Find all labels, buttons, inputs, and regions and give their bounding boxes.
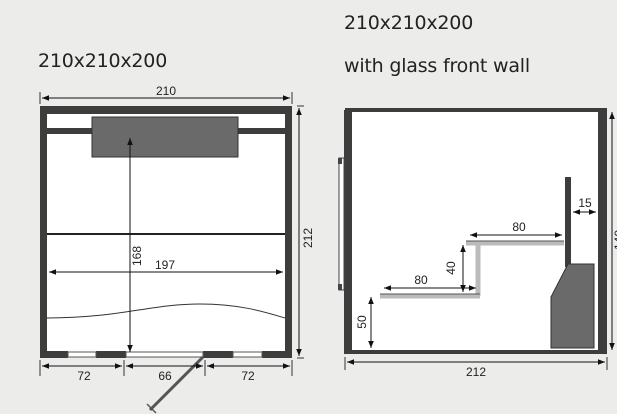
dim-step-height: 40 bbox=[444, 261, 458, 275]
dim-door-left: 72 bbox=[77, 369, 91, 383]
left-door-handle bbox=[146, 403, 157, 414]
left-front-wall-a bbox=[40, 351, 68, 358]
left-left-wall bbox=[40, 106, 47, 358]
right-backrest bbox=[565, 177, 571, 267]
dim-depth: 212 bbox=[301, 228, 315, 248]
left-window-left bbox=[67, 351, 97, 358]
right-door-profile bbox=[338, 157, 345, 291]
left-door-leaf bbox=[148, 355, 205, 412]
right-glass-wall bbox=[598, 108, 607, 354]
dim-inner-width: 197 bbox=[155, 258, 175, 272]
right-plan-title: 210x210x200 bbox=[344, 12, 474, 34]
dim-reach: 168 bbox=[130, 246, 144, 266]
dim-upper-bench: 80 bbox=[512, 220, 526, 234]
left-plan: 210 212 197 168 72 66 72 bbox=[39, 84, 315, 414]
left-right-wall bbox=[285, 106, 292, 358]
right-back-wall bbox=[344, 110, 352, 354]
right-plan: 80 80 40 50 15 140 212 bbox=[338, 108, 617, 379]
dim-wall-gap: 15 bbox=[578, 196, 592, 210]
left-window-right bbox=[232, 351, 263, 358]
dim-base-height: 50 bbox=[355, 315, 369, 329]
dim-door-right: 72 bbox=[241, 369, 255, 383]
dim-width: 210 bbox=[156, 84, 176, 98]
right-plan-subtitle: with glass front wall bbox=[344, 55, 530, 77]
left-front-wall-d bbox=[262, 351, 292, 358]
left-heater bbox=[91, 116, 239, 158]
left-bench-curve bbox=[46, 303, 286, 319]
dim-lower-bench: 80 bbox=[414, 273, 428, 287]
dim-bottom: 212 bbox=[466, 365, 486, 379]
dim-door-center: 66 bbox=[158, 369, 172, 383]
left-front-wall-c bbox=[203, 351, 233, 358]
left-door-glass bbox=[125, 351, 204, 358]
left-plan-title: 210x210x200 bbox=[38, 50, 168, 72]
left-top-wall bbox=[40, 106, 292, 114]
dim-right-height: 140 bbox=[612, 230, 617, 250]
left-front-wall-b bbox=[96, 351, 126, 358]
right-heater bbox=[550, 263, 595, 349]
right-floor bbox=[345, 350, 607, 354]
right-ceiling bbox=[345, 108, 607, 112]
